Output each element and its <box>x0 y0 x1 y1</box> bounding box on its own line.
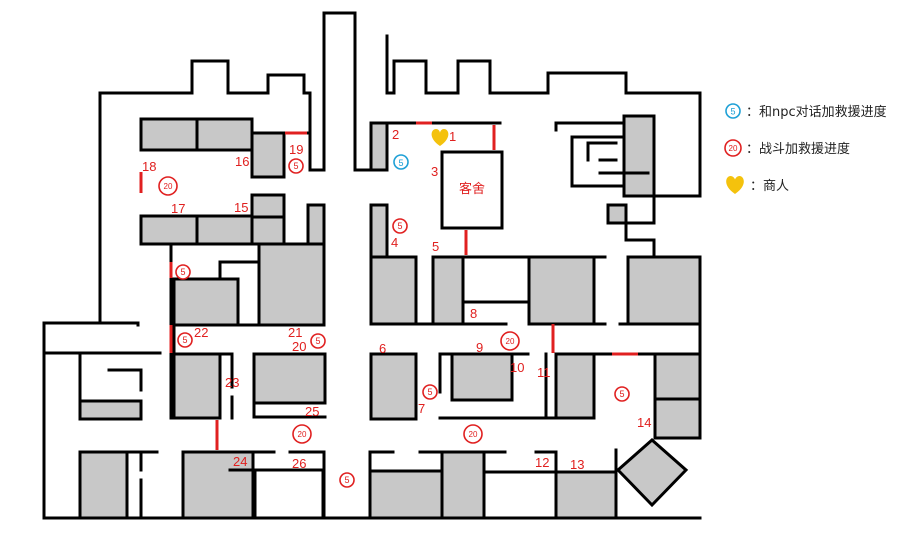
heart-icon[interactable] <box>431 129 449 146</box>
svg-text:5: 5 <box>427 387 432 397</box>
map-legend: 5 ：和npc对话加救援进度 20 ：战斗加救援进度 ：商人 <box>724 100 899 211</box>
red-circle-marker-icon[interactable]: 5 <box>310 333 326 349</box>
legend-npc-label: ：和npc对话加救援进度 <box>746 105 887 120</box>
red-circle-marker-icon[interactable]: 5 <box>175 264 191 280</box>
svg-text:5: 5 <box>293 161 298 171</box>
room-number: 5 <box>432 239 439 254</box>
room-number: 1 <box>449 129 456 144</box>
svg-text:20: 20 <box>729 144 738 153</box>
red-circle-marker-icon[interactable]: 5 <box>422 384 438 400</box>
svg-text:20: 20 <box>164 182 173 191</box>
room-number: 25 <box>305 404 319 419</box>
legend-npc: 5 ：和npc对话加救援进度 <box>724 100 899 121</box>
svg-text:5: 5 <box>619 389 624 399</box>
room-number: 12 <box>535 455 549 470</box>
room-number: 3 <box>431 164 438 179</box>
legend-battle-label: ：战斗加救援进度 <box>746 142 851 157</box>
red-circle-marker-icon[interactable]: 5 <box>177 332 193 348</box>
room-number: 11 <box>537 365 551 380</box>
blue-circle-marker-icon: 5 <box>725 102 741 119</box>
svg-text:5: 5 <box>180 267 185 277</box>
battle-markers: 5 20 5 5 5 5 20 5 5 20 20 5 20 5 <box>0 0 630 488</box>
room-blocks <box>78 114 702 520</box>
red-circle-marker-icon[interactable]: 5 <box>392 218 408 234</box>
red-circle-marker-icon[interactable]: 5 <box>0 0 3 2</box>
red-circle-marker-icon[interactable]: 5 <box>339 472 355 488</box>
room-number: 17 <box>171 201 185 216</box>
svg-text:20: 20 <box>298 430 307 439</box>
red-circle-marker-icon[interactable]: 20 <box>158 176 178 196</box>
room-number: 18 <box>142 159 156 174</box>
doors <box>139 121 638 450</box>
room-number: 26 <box>292 456 306 471</box>
room-number: 4 <box>391 235 398 250</box>
walls <box>42 11 702 520</box>
room-number: 6 <box>379 341 386 356</box>
room-number: 2 <box>392 127 399 142</box>
red-circle-marker-icon[interactable]: 5 <box>288 158 304 174</box>
heart-icon <box>726 175 744 194</box>
svg-text:5: 5 <box>315 336 320 346</box>
svg-text:5: 5 <box>397 221 402 231</box>
room-number: 8 <box>470 306 477 321</box>
legend-merchant: ：商人 <box>724 174 899 195</box>
room-number: 20 <box>292 339 306 354</box>
room-number: 16 <box>235 154 249 169</box>
room-number: 10 <box>510 360 524 375</box>
svg-text:5: 5 <box>398 158 403 168</box>
svg-text:5: 5 <box>182 335 187 345</box>
room-number: 24 <box>233 454 247 469</box>
room-numbers: 1 2 3 4 5 6 7 8 9 10 11 12 13 14 15 16 1… <box>142 127 651 472</box>
room-number: 13 <box>570 457 584 472</box>
inn-building <box>440 150 504 230</box>
svg-text:5: 5 <box>344 475 349 485</box>
legend-merchant-label: ：商人 <box>750 179 790 194</box>
red-circle-marker-icon[interactable]: 20 <box>500 331 520 351</box>
blue-circle-marker-icon[interactable]: 5 <box>393 154 409 170</box>
red-circle-marker-icon[interactable]: 20 <box>463 424 483 444</box>
room-number: 23 <box>225 375 239 390</box>
room-number: 14 <box>637 415 651 430</box>
red-circle-marker-icon: 20 <box>724 138 742 157</box>
legend-battle: 20 ：战斗加救援进度 <box>724 137 899 158</box>
inn-label: 客舍 <box>459 181 485 197</box>
room-number: 9 <box>476 340 483 355</box>
svg-text:20: 20 <box>506 337 515 346</box>
room-number: 15 <box>234 200 248 215</box>
room-number: 19 <box>289 142 303 157</box>
room-number: 21 <box>288 325 302 340</box>
svg-text:5: 5 <box>730 106 735 116</box>
room-number: 22 <box>194 325 208 340</box>
red-circle-marker-icon[interactable]: 20 <box>292 424 312 444</box>
red-circle-marker-icon[interactable]: 20 <box>0 0 5 2</box>
svg-text:20: 20 <box>469 430 478 439</box>
red-circle-marker-icon[interactable]: 5 <box>614 386 630 402</box>
room-number: 7 <box>418 401 425 416</box>
